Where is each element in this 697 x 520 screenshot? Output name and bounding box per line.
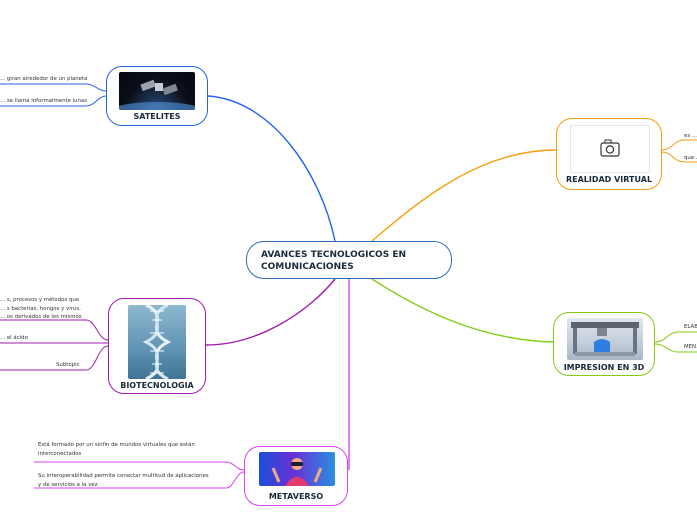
topic-satelites-label: SATELITES [133, 112, 181, 121]
leaf-line-meta-2 [34, 471, 245, 489]
central-topic-line-1: AVANCES TECNOLOGICOS EN [261, 250, 407, 260]
topic-realidad-virtual[interactable]: REALIDAD VIRTUAL [556, 118, 662, 190]
image-placeholder [570, 125, 650, 173]
metaverso-subtopic-1[interactable]: Está formado por un sinfín de mundos vir… [38, 442, 195, 448]
topic-impresion-3d-label: IMPRESION EN 3D [563, 363, 645, 372]
rv-subtopic-2[interactable]: que ... [684, 155, 697, 161]
leaf-line-3d-2 [654, 343, 697, 353]
3d-printer-icon [571, 322, 639, 356]
printer-image [567, 318, 643, 360]
satellite-image [119, 72, 195, 110]
dna-image [128, 305, 186, 379]
leaf-line-satelites-2 [0, 95, 107, 107]
topic-metaverso[interactable]: METAVERSO [244, 446, 348, 506]
satelites-subtopic-1[interactable]: ... giran alrededor de un planeta [0, 76, 88, 82]
central-topic-line-2: COMUNICACIONES [261, 262, 354, 272]
bio-subtopic-3[interactable]: Subtopic [56, 362, 80, 368]
leaf-line-satelites-1 [0, 83, 107, 92]
vr-person-icon [271, 458, 323, 486]
satelites-subtopic-2[interactable]: ... se llama informalmente lunas [0, 98, 88, 104]
leaf-line-rv-2 [661, 151, 697, 163]
leaf-line-bio-3 [0, 345, 109, 371]
connector-impresion-3d [371, 278, 554, 343]
connector-satelites [207, 95, 336, 242]
leaf-line-rv-1 [661, 139, 697, 151]
metaverso-subtopic-1b: interconectados [38, 451, 82, 457]
bio-subtopic-1b: ... s bacterias, hongos y virus, [0, 306, 81, 312]
leaf-line-bio-1 [0, 319, 109, 341]
connector-biotecnologia [205, 278, 336, 346]
metaverso-subtopic-2b: y de servicios a la vez [38, 482, 98, 488]
metaverso-image [259, 452, 335, 486]
bio-subtopic-2[interactable]: ... el ácido [0, 335, 28, 341]
topic-satelites[interactable]: SATELITES [106, 66, 208, 126]
3d-subtopic-1[interactable]: ELAB... [684, 324, 697, 330]
topic-biotecnologia[interactable]: BIOTECNOLOGIA [108, 298, 206, 394]
dna-icon [142, 305, 172, 379]
bio-subtopic-1c: ... os derivados de los mismos [0, 314, 82, 320]
metaverso-subtopic-2[interactable]: Su interoperabilidad permite conectar mu… [38, 473, 209, 479]
topic-impresion-3d[interactable]: IMPRESION EN 3D [553, 312, 655, 376]
leaf-line-3d-1 [654, 331, 697, 343]
satellite-icon [119, 79, 195, 110]
camera-icon [600, 139, 620, 157]
3d-subtopic-2[interactable]: MEN... [684, 344, 697, 350]
connector-realidad-virtual [371, 149, 557, 242]
bio-subtopic-1[interactable]: ... s, procesos y métodos que [0, 297, 80, 303]
rv-subtopic-1[interactable]: es ... [684, 133, 697, 139]
topic-realidad-virtual-label: REALIDAD VIRTUAL [565, 175, 653, 184]
topic-metaverso-label: METAVERSO [268, 492, 324, 501]
topic-biotecnologia-label: BIOTECNOLOGIA [120, 381, 194, 390]
central-topic[interactable]: AVANCES TECNOLOGICOS EN COMUNICACIONES [246, 241, 452, 279]
leaf-line-meta-1 [34, 461, 245, 471]
